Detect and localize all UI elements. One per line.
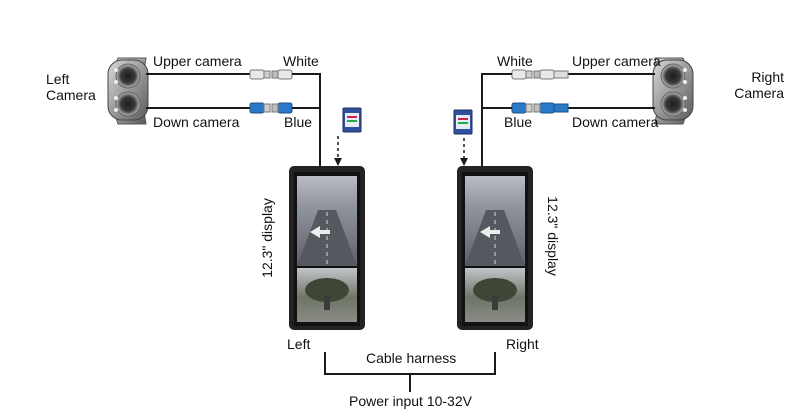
left-sd-card-icon (342, 107, 362, 133)
power-input-label: Power input 10-32V (349, 393, 472, 409)
left-white-connector-icon (249, 69, 293, 80)
left-monitor-label: Left (287, 336, 311, 352)
left-blue-connector-icon (249, 102, 293, 114)
right-camera-label-line1: Right (751, 69, 784, 85)
right-white-wire (481, 73, 512, 166)
left-display-label: 12.3" display (259, 198, 275, 278)
right-white-connector-icon (511, 69, 569, 80)
right-camera-label-line2: Camera (734, 85, 784, 101)
right-sd-arrowhead-icon (460, 158, 468, 166)
left-monitor (289, 166, 365, 330)
left-camera-icon (107, 57, 149, 125)
left-down-camera-label: Down camera (153, 114, 240, 130)
left-camera-label: Left Camera (46, 71, 106, 103)
right-display-label: 12.3" display (545, 196, 561, 276)
right-monitor (457, 166, 533, 330)
right-blue-label: Blue (504, 114, 533, 130)
right-upper-camera-label: Upper camera (572, 53, 661, 69)
left-blue-label: Blue (284, 114, 313, 130)
left-sd-arrowhead-icon (334, 158, 342, 166)
right-sd-card-icon (453, 109, 473, 135)
right-white-label: White (497, 53, 533, 69)
left-upper-camera-label: Upper camera (153, 53, 242, 69)
left-camera-label-line2: Camera (46, 87, 96, 103)
right-monitor-label: Right (506, 336, 539, 352)
left-camera-label-line1: Left (46, 71, 70, 87)
left-white-wire (292, 73, 321, 166)
right-blue-connector-icon (511, 102, 569, 114)
cable-harness-label: Cable harness (366, 350, 457, 366)
right-camera-label: Right Camera (714, 69, 784, 101)
left-white-label: White (283, 53, 319, 69)
right-camera-icon (652, 57, 694, 125)
right-down-camera-label: Down camera (572, 114, 659, 130)
